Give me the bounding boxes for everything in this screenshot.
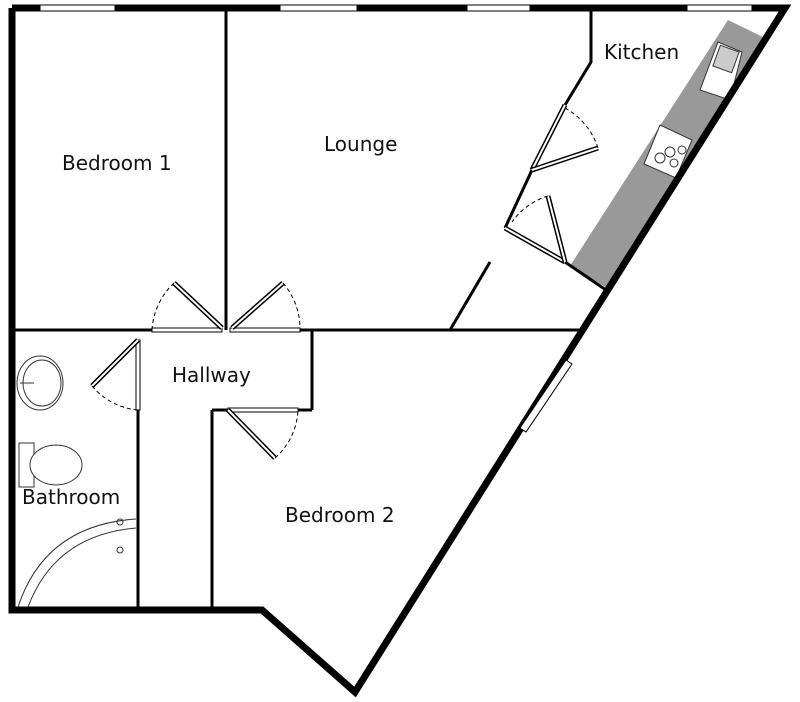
room-label-lounge: Lounge bbox=[324, 132, 398, 156]
door-bedroom2[interactable] bbox=[226, 407, 299, 460]
inner-walls bbox=[12, 8, 607, 610]
door-bedroom1[interactable] bbox=[151, 281, 224, 333]
door-kitchen-lower[interactable] bbox=[503, 195, 568, 265]
outer-walls bbox=[8, 4, 792, 698]
sink-icon bbox=[699, 41, 743, 101]
windows bbox=[39, 4, 753, 433]
door-kitchen-upper[interactable] bbox=[529, 103, 599, 173]
room-label-kitchen: Kitchen bbox=[604, 40, 680, 64]
toilet-icon bbox=[18, 442, 83, 488]
room-label-bedroom1: Bedroom 1 bbox=[62, 151, 172, 175]
room-label-hallway: Hallway bbox=[172, 363, 251, 387]
bath-icon bbox=[17, 518, 137, 608]
washbasin-icon bbox=[16, 355, 64, 411]
hob-icon bbox=[643, 124, 693, 179]
door-bathroom[interactable] bbox=[90, 338, 141, 411]
room-label-bathroom: Bathroom bbox=[22, 485, 121, 509]
door-lounge[interactable] bbox=[229, 281, 301, 333]
window-diagonal bbox=[519, 359, 573, 433]
room-label-bedroom2: Bedroom 2 bbox=[285, 503, 395, 527]
